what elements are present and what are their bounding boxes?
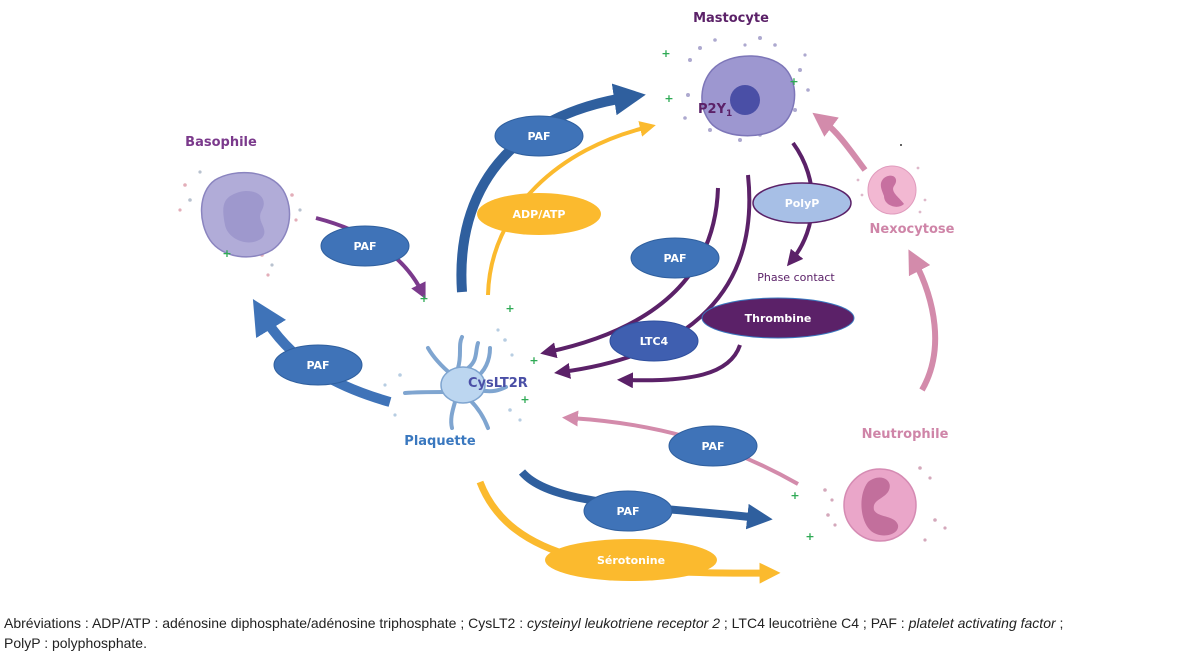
arrow-neutrophile-to-nexocytose: [908, 249, 939, 392]
nexocytose-nucleus: [880, 175, 904, 207]
paf-pill-from-neutrophile: PAF: [668, 425, 758, 467]
caption-paf-term: platelet activating factor: [908, 615, 1056, 631]
mastocyte-granules: [683, 36, 810, 142]
plaquette-cell: [383, 328, 522, 430]
paf-pill-to-basophile: PAF: [273, 344, 363, 386]
arrow-plaquette-to-mastocyte-adp: [486, 121, 656, 296]
mastocyte-nucleus: [730, 85, 760, 115]
paf-pill-from-mastocyte-text: PAF: [663, 252, 686, 265]
arrow-mastocyte-to-plaquette-paf: [540, 187, 720, 359]
neutrophile-nucleus: [861, 477, 899, 536]
caption-mid: ; LTC4 leucotriène C4 ; PAF :: [720, 615, 909, 631]
plaquette-granules: [383, 328, 522, 422]
serotonine-pill: Sérotonine: [545, 539, 717, 581]
plus-marker: +: [419, 292, 428, 305]
arrow-thrombine-to-plaquette: [617, 344, 742, 389]
basophile-granules: [178, 170, 302, 277]
adp-atp-pill: ADP/ATP: [477, 193, 601, 235]
caption-tail: ;: [1055, 615, 1064, 631]
arrow-nexocytose-to-mastocyte: [812, 112, 868, 172]
adp-atp-pill-text: ADP/ATP: [513, 208, 566, 221]
thrombine-pill-text: Thrombine: [745, 312, 812, 325]
abbreviations-caption: Abréviations : ADP/ATP : adénosine dipho…: [4, 613, 1176, 653]
neutrophile-label: Neutrophile: [862, 427, 949, 442]
arrow-plaquette-to-mastocyte-paf: [456, 83, 646, 293]
nexocytose-cell: [856, 165, 927, 215]
cyslt2r-receptor-label: CysLT2R: [468, 376, 528, 391]
basophile-nucleus: [223, 190, 265, 243]
thrombine-pill: Thrombine: [701, 297, 855, 339]
plaquette-label: Plaquette: [404, 434, 476, 449]
ltc4-pill-text: LTC4: [640, 335, 669, 348]
serotonine-pill-text: Sérotonine: [597, 554, 665, 567]
activation-plus-markers: + + + + + + + + + +: [222, 47, 814, 543]
basophile-cell: [178, 170, 302, 277]
paf-pill-basophile: PAF: [320, 225, 410, 267]
plus-marker: +: [222, 247, 231, 260]
plus-marker: +: [505, 302, 514, 315]
ltc4-pill: LTC4: [609, 320, 699, 362]
plus-marker: +: [790, 489, 799, 502]
paf-pill-to-basophile-text: PAF: [306, 359, 329, 372]
polyp-pill: PolyP: [752, 182, 852, 224]
neutrophile-granules: [823, 466, 947, 542]
plus-marker: +: [664, 92, 673, 105]
caption-lead: Abréviations : ADP/ATP : adénosine dipho…: [4, 615, 527, 631]
plus-marker: +: [789, 75, 798, 88]
nexocytose-granules: [856, 166, 927, 214]
paf-pill-to-neutrophile: PAF: [583, 490, 673, 532]
mastocyte-cell: [683, 36, 810, 142]
paf-pill-from-neutrophile-text: PAF: [701, 440, 724, 453]
paf-pill-from-mastocyte: PAF: [630, 237, 720, 279]
polyp-pill-text: PolyP: [785, 197, 820, 210]
p2y1-receptor-label: P2Y1: [698, 102, 732, 119]
paf-pill-to-neutrophile-text: PAF: [616, 505, 639, 518]
plus-marker: +: [661, 47, 670, 60]
caption-cyslt2-term: cysteinyl leukotriene receptor 2: [527, 615, 720, 631]
plus-marker: +: [520, 393, 529, 406]
basophile-label: Basophile: [185, 135, 257, 150]
phase-contact-label: Phase contact: [757, 271, 835, 284]
neutrophile-cell: [823, 466, 947, 542]
paf-pill-basophile-text: PAF: [353, 240, 376, 253]
caption-line2: PolyP : polyphosphate.: [4, 635, 147, 651]
neutrophile-body: [843, 468, 917, 542]
nexocytose-label: Nexocytose: [870, 222, 955, 237]
mechanism-diagram: Mastocyte P2Y1 Basophile Plaquette C: [178, 11, 955, 584]
plaquette-body: [440, 366, 486, 404]
mastocyte-label: Mastocyte: [693, 11, 769, 26]
dot-marker: [900, 144, 902, 146]
plus-marker: +: [529, 354, 538, 367]
paf-pill-to-mastocyte-text: PAF: [527, 130, 550, 143]
paf-pill-to-mastocyte: PAF: [494, 115, 584, 157]
plus-marker: +: [805, 530, 814, 543]
